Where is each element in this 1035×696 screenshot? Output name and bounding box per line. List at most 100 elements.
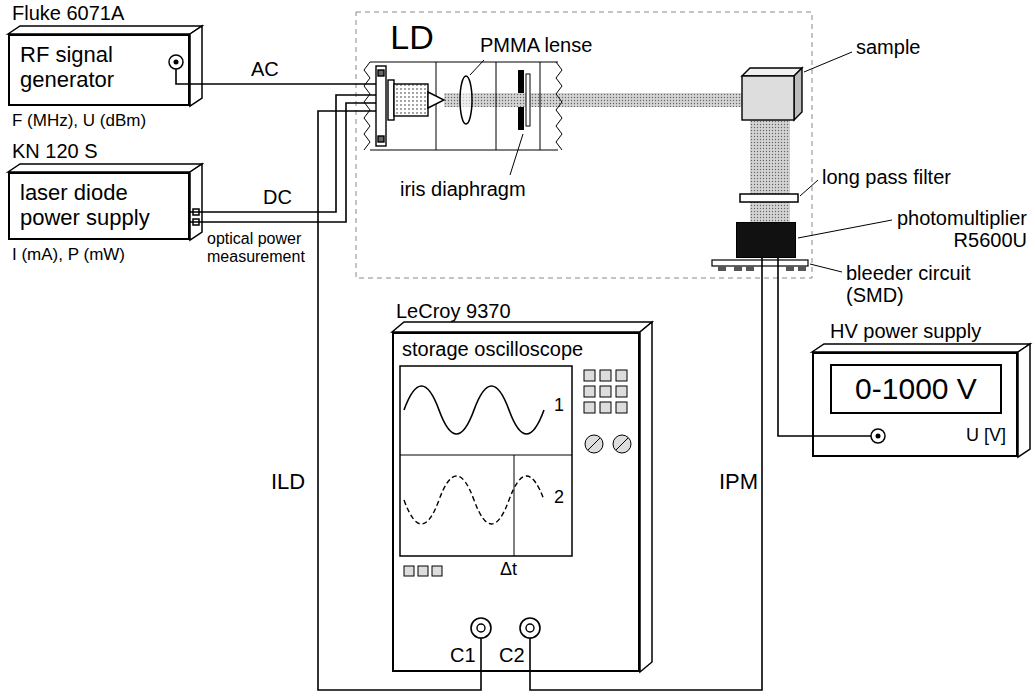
button-label: Δt	[500, 560, 517, 580]
generator-case	[8, 26, 202, 106]
box-label: RF signal generator	[20, 42, 160, 93]
sample-cuvette	[742, 68, 802, 76]
hv-supply-case	[812, 344, 1030, 457]
oscilloscope-box: LeCroy 9370storage oscilloscope	[392, 332, 640, 672]
bnc-connector	[529, 638, 531, 672]
generator-case	[190, 26, 202, 106]
bnc-connector	[480, 638, 482, 672]
component-label: photomultiplier R5600U	[879, 207, 1027, 251]
bnc-connector	[477, 624, 485, 632]
output-socket	[169, 55, 190, 84]
oscilloscope-buttons	[584, 386, 595, 397]
signal-label: optical power measurement	[206, 230, 312, 265]
pmma-lens	[460, 76, 472, 124]
housing-outline	[356, 12, 812, 278]
oscilloscope-buttons	[600, 386, 611, 397]
hv-socket	[871, 429, 885, 443]
power-supply-case	[8, 164, 202, 172]
bellows-tube	[496, 62, 497, 150]
bellows-tube	[370, 150, 558, 151]
box-heading: HV power supply	[830, 320, 981, 342]
signal-label: AC	[250, 58, 280, 80]
component-label: LD	[376, 20, 448, 54]
bellows-tube	[556, 62, 562, 150]
output-socket	[176, 69, 190, 84]
oscilloscope-screen	[404, 476, 544, 524]
part-label: sample	[856, 36, 920, 58]
long-pass-filter	[740, 194, 798, 202]
model-heading: LeCroy 9370	[396, 300, 511, 322]
laser-diode-body	[388, 80, 394, 120]
oscilloscope-case	[392, 322, 652, 332]
oscilloscope-buttons	[616, 370, 627, 381]
mount-plate	[378, 136, 384, 142]
signal-label: ILD	[270, 470, 306, 494]
laser-diode-body	[428, 92, 444, 108]
mount-plate	[376, 66, 386, 146]
trace-number: 1	[554, 396, 564, 416]
bnc-connector	[520, 618, 540, 638]
oscilloscope-buttons	[600, 402, 611, 413]
bleeder-board	[712, 260, 808, 266]
hv-supply-case	[812, 344, 1030, 352]
part-label: PMMA lense	[480, 34, 592, 56]
bellows-tube	[370, 62, 558, 63]
leader-line	[510, 134, 523, 175]
laser-diode: LD	[376, 20, 448, 160]
part-label: iris diaphragm	[400, 178, 526, 200]
iris-diaphragm	[518, 70, 524, 93]
leader-line	[804, 52, 852, 72]
signal-label: DC	[262, 186, 293, 208]
power-supply-box: KN 120 Slaser diode power supply	[8, 172, 190, 240]
trace-number: 2	[554, 488, 564, 508]
bleeder-board	[746, 266, 754, 271]
oscilloscope-screen	[400, 366, 572, 556]
sample-cuvette	[794, 68, 802, 120]
oscilloscope-buttons	[584, 370, 595, 381]
wire	[530, 258, 762, 690]
hv-supply-case	[1018, 344, 1030, 457]
channel-label: C2	[499, 644, 525, 666]
leader-line	[470, 60, 484, 75]
long-pass-filter	[740, 194, 798, 202]
bellows-tube	[364, 62, 562, 150]
laser-diode-body	[394, 84, 428, 116]
oscilloscope-buttons	[432, 566, 442, 576]
scale-caption: I (mA), P (mW)	[12, 246, 125, 265]
sample-cuvette	[742, 68, 802, 120]
oscilloscope-buttons	[613, 435, 631, 453]
box-label: laser diode power supply	[20, 180, 170, 231]
pmma-lens	[460, 76, 472, 124]
oscilloscope-buttons	[584, 402, 595, 413]
channel-label: C1	[450, 644, 476, 666]
iris-diaphragm	[518, 70, 530, 130]
hv-socket	[876, 434, 881, 439]
bnc-connector	[471, 618, 540, 672]
bleeder-board	[786, 266, 794, 271]
oscilloscope-buttons	[616, 438, 628, 450]
wire	[778, 258, 812, 436]
output-socket	[174, 60, 179, 65]
leader-line	[470, 52, 892, 272]
model-heading: Fluke 6071A	[12, 2, 124, 24]
oscilloscope-buttons	[616, 402, 627, 413]
iris-diaphragm	[518, 107, 524, 130]
generator-box: Fluke 6071ARF signal generator	[8, 34, 190, 106]
oscilloscope-buttons	[404, 370, 631, 576]
hv-socket	[812, 429, 885, 443]
bellows-tube	[364, 62, 370, 150]
oscilloscope-screen	[404, 386, 544, 434]
housing-outline	[356, 12, 812, 278]
sample-cuvette	[742, 76, 794, 120]
oscilloscope-buttons	[404, 566, 414, 576]
oscilloscope-screen	[400, 366, 572, 556]
model-heading: KN 120 S	[12, 140, 98, 162]
generator-case	[8, 26, 202, 34]
part-label: bleeder circuit (SMD)	[846, 262, 996, 306]
scale-caption: F (MHz), U (dBm)	[12, 112, 146, 131]
display-value: 0-1000 V	[855, 374, 977, 404]
oscilloscope-buttons	[588, 438, 600, 450]
part-label: long pass filter	[822, 166, 951, 188]
bnc-connector	[471, 618, 491, 638]
